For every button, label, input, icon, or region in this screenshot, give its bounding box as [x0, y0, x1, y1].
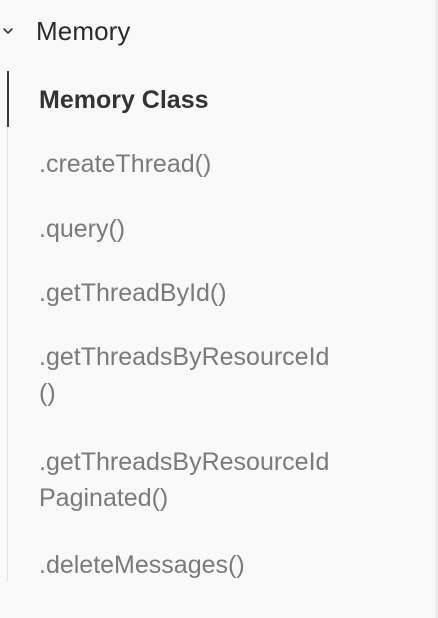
nav-item-label-continued: Paginated(): [39, 484, 169, 512]
nav-item-label: .createThread(): [39, 150, 212, 178]
nav-item-label: .getThreadsByResourceId: [39, 343, 330, 371]
active-indicator: [7, 71, 9, 127]
nav-item-get-threads-by-resource-id[interactable]: .getThreadsByResourceId (): [39, 339, 329, 411]
nav-item-query[interactable]: .query(): [39, 211, 125, 247]
nav-item-create-thread[interactable]: .createThread(): [39, 146, 211, 182]
nav-item-label: .getThreadById(): [39, 279, 227, 307]
nav-item-label: .deleteMessages(): [39, 551, 245, 579]
nav-item-label: Memory Class: [39, 86, 209, 114]
memory-section-header[interactable]: Memory: [0, 10, 400, 54]
nav-item-label: .getThreadsByResourceId: [39, 448, 330, 476]
section-title: Memory: [36, 16, 131, 46]
nav-item-get-thread-by-id[interactable]: .getThreadById(): [39, 275, 227, 311]
nav-item-memory-class[interactable]: Memory Class: [39, 82, 209, 118]
nav-item-get-threads-by-resource-id-paginated[interactable]: .getThreadsByResourceId Paginated(): [39, 444, 329, 516]
nav-item-label: .query(): [39, 215, 126, 243]
memory-nav-list: Memory Class .createThread() .query() .g…: [7, 71, 407, 581]
tree-guide-line: [7, 71, 8, 581]
chevron-down-icon[interactable]: [0, 23, 16, 39]
nav-item-label-continued: (): [39, 379, 56, 407]
panel-right-border: [435, 0, 438, 618]
nav-item-delete-messages[interactable]: .deleteMessages(): [39, 547, 245, 583]
